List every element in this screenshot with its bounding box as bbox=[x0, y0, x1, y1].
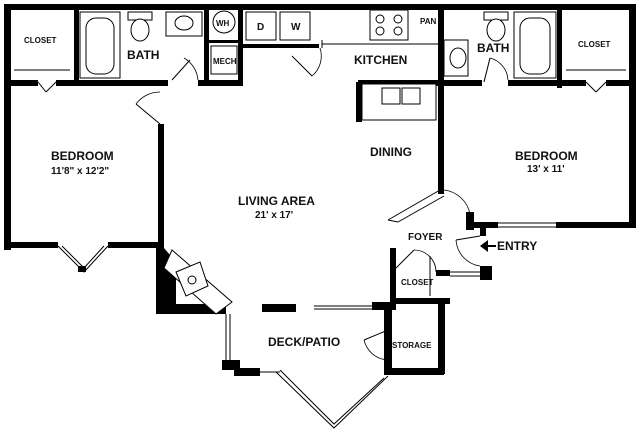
label-wh: WH bbox=[216, 19, 230, 28]
doors bbox=[37, 47, 607, 361]
fireplace bbox=[156, 248, 233, 315]
label-pan: PAN bbox=[420, 17, 437, 26]
deck-outline bbox=[225, 305, 389, 429]
label-bath-right: BATH bbox=[477, 41, 509, 55]
label-living: LIVING AREA bbox=[238, 194, 315, 208]
label-washer: W bbox=[291, 22, 301, 33]
label-closet-right: CLOSET bbox=[578, 40, 611, 49]
label-bedroom-left-dim: 11'8" x 12'2" bbox=[51, 166, 109, 177]
label-dryer: D bbox=[257, 22, 264, 33]
window-right-bedroom bbox=[498, 222, 556, 228]
label-foyer: FOYER bbox=[408, 232, 443, 243]
room-labels: CLOSET BATH WH MECH D W PAN KITCHEN BATH… bbox=[24, 17, 611, 350]
label-bedroom-right-dim: 13' x 11' bbox=[527, 164, 565, 175]
label-entry: ENTRY bbox=[497, 239, 537, 253]
bay-window-left bbox=[57, 245, 109, 273]
label-bath-left: BATH bbox=[127, 48, 159, 62]
entry-arrow-icon bbox=[480, 240, 496, 252]
label-dining: DINING bbox=[370, 145, 412, 159]
label-closet-left: CLOSET bbox=[24, 36, 57, 45]
label-storage: STORAGE bbox=[392, 341, 432, 350]
fixtures bbox=[14, 9, 626, 296]
label-bedroom-left: BEDROOM bbox=[51, 149, 114, 163]
label-closet-foyer: CLOSET bbox=[401, 278, 434, 287]
label-kitchen: KITCHEN bbox=[354, 53, 407, 67]
label-deck: DECK/PATIO bbox=[268, 335, 340, 349]
label-bedroom-right: BEDROOM bbox=[515, 149, 578, 163]
label-mech: MECH bbox=[213, 57, 237, 66]
label-living-dim: 21' x 17' bbox=[255, 210, 293, 221]
